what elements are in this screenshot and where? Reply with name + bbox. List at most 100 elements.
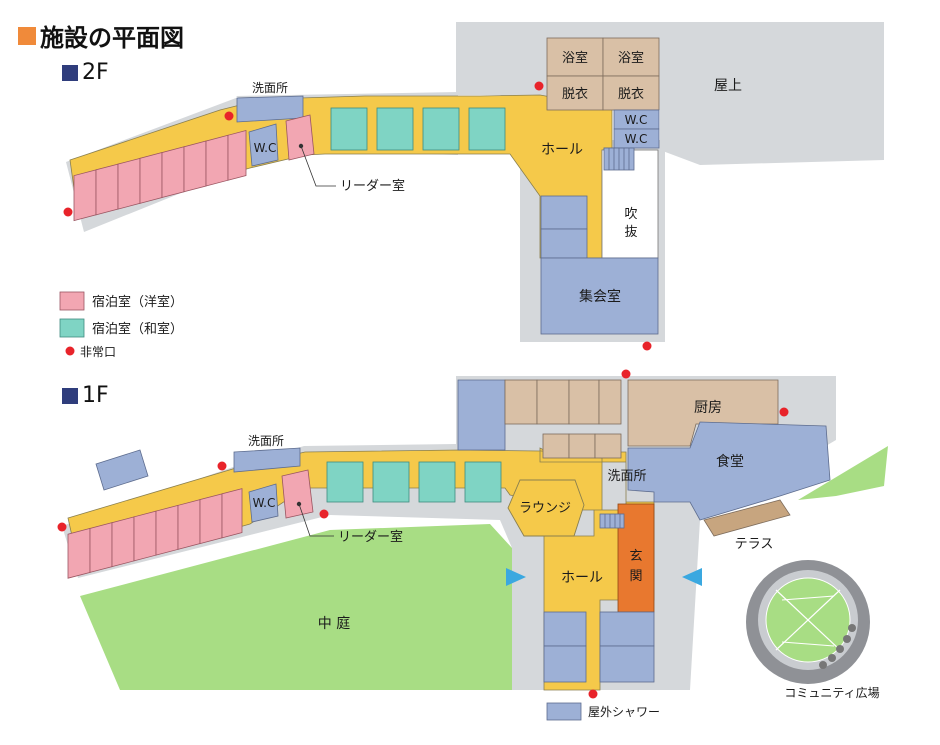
emergency-exit-dot: [224, 111, 234, 121]
legend-western-swatch: [59, 291, 85, 311]
legend-emergency-dot: [65, 346, 75, 356]
emergency-exit-dot: [642, 341, 652, 351]
kitchen: [627, 379, 779, 447]
wc-room: [248, 123, 279, 167]
japanese-room: [422, 107, 460, 151]
japanese-room: [376, 107, 414, 151]
label-dining: 食堂: [716, 453, 744, 470]
label-outdoor-shower: 屋外シャワー: [588, 705, 660, 719]
emergency-exit-dot: [57, 522, 67, 532]
label-bath-2: 浴室: [618, 50, 644, 66]
label-terrace: テラス: [735, 537, 774, 552]
floor-plan-1f: 洗面所 W.C リーダー室 厨房 食堂 洗面所 ラウンジ ホール 玄 関 テラス…: [57, 369, 888, 721]
leader-room: [285, 114, 315, 161]
western-room-group: [67, 488, 243, 579]
western-room: [155, 504, 179, 556]
western-room: [73, 169, 97, 222]
label-entrance-1: 玄: [629, 549, 642, 564]
emergency-exit-dot: [534, 81, 544, 91]
emergency-exit-dot: [217, 461, 227, 471]
western-room: [89, 522, 113, 573]
label-hall-2f: ホール: [541, 142, 583, 158]
emergency-exit-dot: [63, 207, 73, 217]
label-changing-1: 脱衣: [562, 86, 588, 102]
storage-room: [536, 379, 570, 425]
detached-block: [95, 449, 149, 491]
service-room: [599, 611, 655, 647]
label-wc-1f: W.C: [253, 496, 276, 510]
leader-room-leader-line: [300, 145, 336, 187]
emergency-exit-dot: [621, 369, 631, 379]
label-atrium-2: 抜: [624, 224, 637, 240]
western-room: [67, 527, 91, 579]
terrace: [703, 499, 791, 537]
western-room: [139, 152, 163, 204]
service-block: [457, 379, 506, 451]
western-room: [199, 493, 223, 545]
western-room: [221, 488, 243, 539]
legend: 宿泊室（洋室） 宿泊室（和室） 非常口: [59, 291, 183, 359]
label-leader-room-2f: リーダー室: [340, 178, 405, 194]
outdoor-shower-room: [546, 702, 582, 721]
label-washroom-1f-center: 洗面所: [607, 469, 646, 484]
east-lawn: [798, 446, 888, 500]
western-room: [227, 130, 247, 181]
label-rooftop: 屋上: [714, 78, 742, 94]
bath-room: [602, 37, 660, 77]
storage-room: [568, 379, 600, 425]
floor-heading-1f: 1F: [62, 383, 109, 408]
japanese-room: [372, 461, 410, 503]
storage-room: [568, 433, 596, 459]
storage-room: [504, 379, 538, 425]
leader-room: [281, 469, 314, 519]
courtyard-lawn: [80, 524, 512, 690]
wc-room: [248, 483, 279, 523]
floor-label-2f: 2F: [82, 60, 109, 85]
japanese-room: [326, 461, 364, 503]
western-room: [183, 140, 207, 193]
title-square-icon: [18, 26, 36, 45]
western-room: [161, 146, 185, 199]
storage-room: [598, 379, 622, 425]
label-courtyard: 中 庭: [318, 615, 350, 632]
storage-room: [542, 433, 570, 459]
label-community-plaza: コミュニティ広場: [784, 686, 879, 700]
community-plaza: [746, 560, 870, 684]
bath-room: [546, 37, 604, 77]
legend-western-label: 宿泊室（洋室）: [92, 294, 183, 310]
legend-emergency-label: 非常口: [80, 345, 116, 359]
western-room: [177, 499, 201, 550]
wc-room: [613, 128, 660, 149]
floor-square-icon: [62, 64, 78, 81]
label-bath-1: 浴室: [562, 50, 588, 66]
japanese-room: [418, 461, 456, 503]
dining-room: [627, 421, 831, 521]
entrance-arrow-icon: [506, 568, 526, 586]
service-room: [540, 195, 588, 230]
assembly-room: [540, 257, 659, 335]
page-title-text: 施設の平面図: [40, 24, 184, 52]
western-room: [111, 516, 135, 568]
legend-japanese-swatch: [59, 318, 85, 338]
western-room: [117, 157, 141, 210]
label-wc-a: W.C: [625, 113, 648, 127]
label-kitchen: 厨房: [694, 400, 722, 416]
label-changing-2: 脱衣: [618, 86, 644, 102]
lounge: [507, 479, 585, 537]
service-room: [540, 228, 588, 259]
floor-heading-2f: 2F: [62, 60, 109, 85]
western-room: [95, 163, 119, 216]
stairs-1f-lines: [604, 514, 621, 528]
label-leader-room-1f: リーダー室: [338, 529, 403, 545]
western-room: [133, 510, 157, 562]
western-room-group: [73, 130, 247, 222]
label-washroom-1f-left: 洗面所: [248, 434, 284, 448]
service-room: [543, 645, 587, 683]
entrance-arrow-icon: [682, 568, 702, 586]
stairs-lines: [608, 148, 630, 170]
service-room: [543, 611, 587, 647]
floor-square-icon: [62, 387, 78, 404]
japanese-room: [468, 107, 506, 151]
emergency-exit-dot: [779, 407, 789, 417]
stairs-1f: [599, 513, 625, 529]
